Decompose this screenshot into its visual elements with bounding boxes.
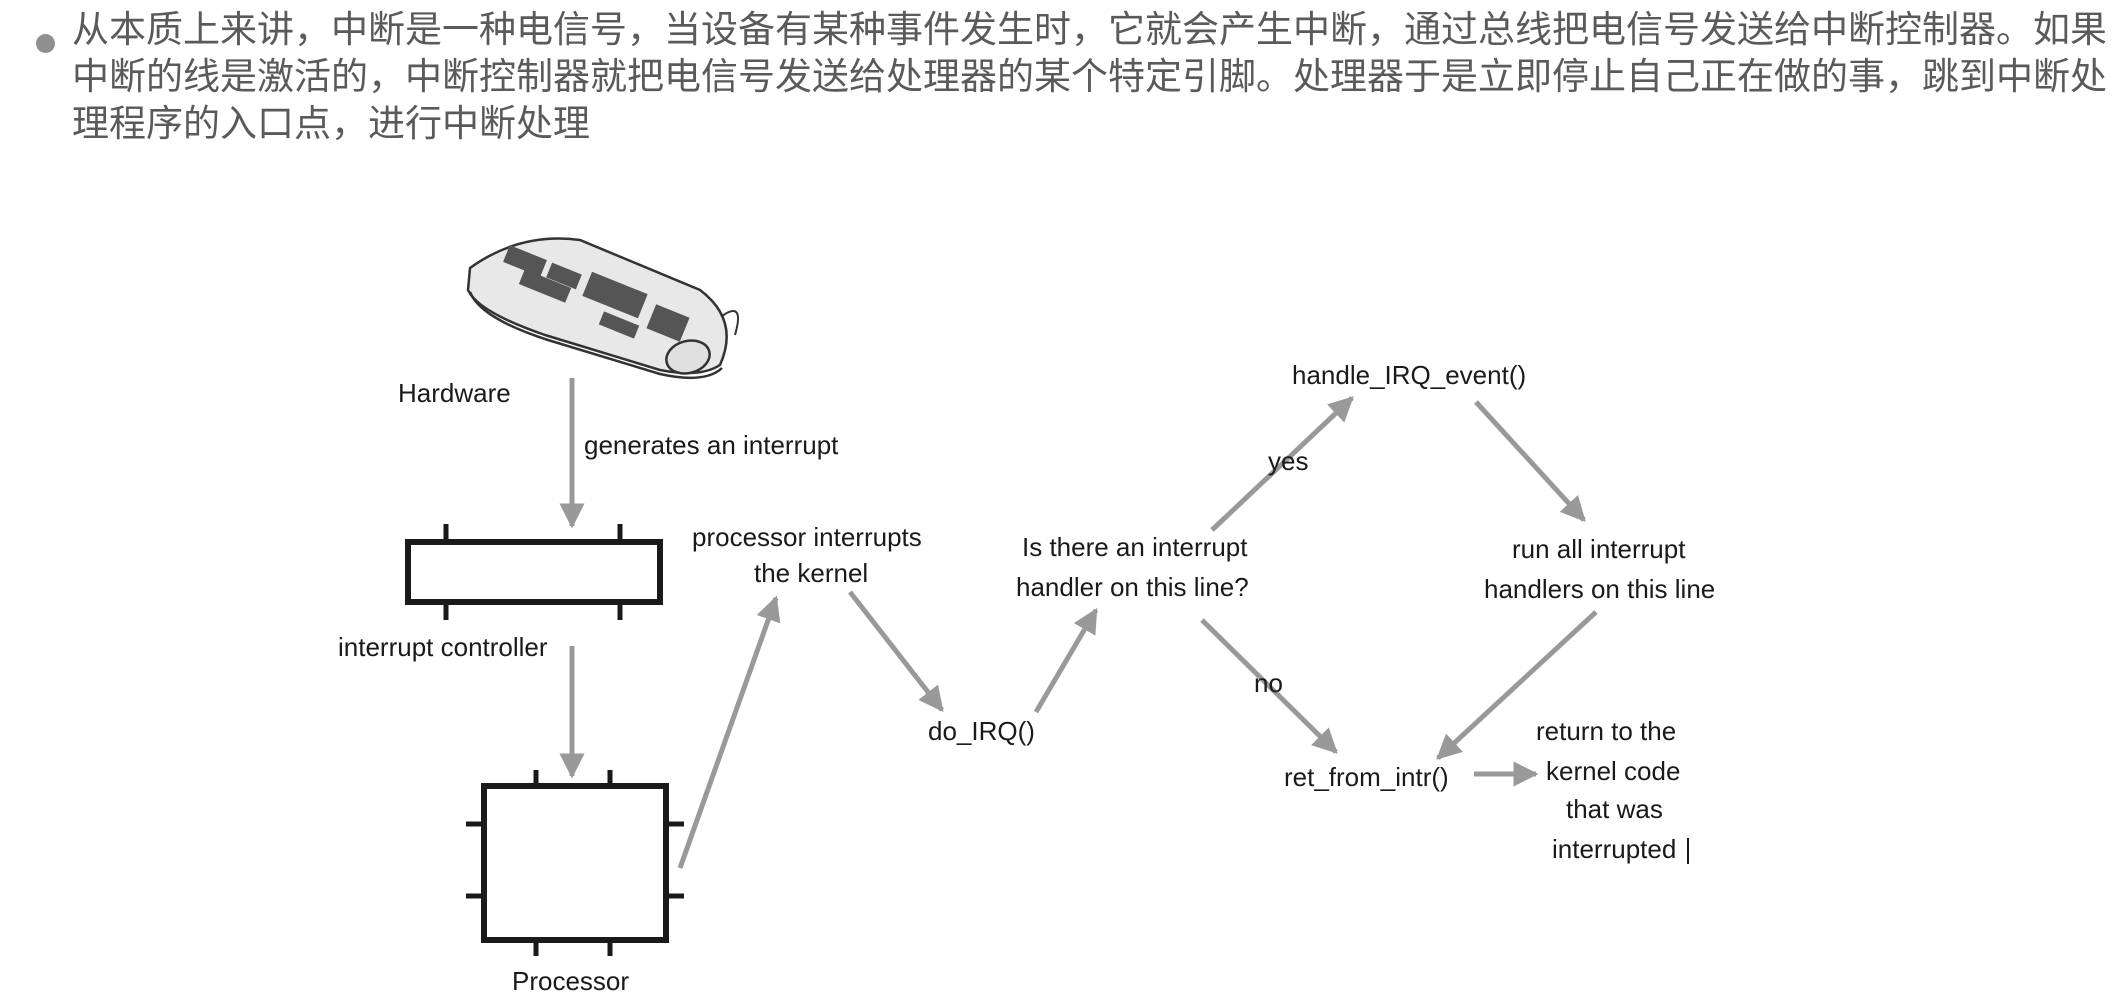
- processor-label: Processor: [512, 966, 629, 996]
- arrow-processor-to-kernel: [677, 595, 781, 869]
- arrow-do-irq-to-question: [1033, 607, 1099, 714]
- processor-interrupts-label-line1: processor interrupts: [692, 522, 922, 552]
- yes-label: yes: [1268, 446, 1308, 476]
- arrow-run-all-to-ret: [1436, 610, 1598, 760]
- no-label: no: [1254, 668, 1283, 698]
- arrow-yes: [1210, 396, 1354, 532]
- arrow-handle-to-run-all: [1474, 400, 1586, 522]
- return-label-line4: interrupted: [1552, 834, 1676, 864]
- interrupt-controller-label: interrupt controller: [338, 632, 548, 662]
- question-label-line2: handler on this line?: [1016, 572, 1249, 602]
- ret-from-intr-label: ret_from_intr(): [1284, 762, 1449, 792]
- run-all-label-line1: run all interrupt: [1512, 534, 1686, 564]
- question-label-line1: Is there an interrupt: [1022, 532, 1248, 562]
- interrupt-controller-box: [405, 524, 663, 620]
- return-label-line2: kernel code: [1546, 756, 1680, 786]
- arrow-no: [1200, 618, 1338, 754]
- return-label-line3: that was: [1566, 794, 1663, 824]
- handle-irq-event-label: handle_IRQ_event(): [1292, 360, 1526, 390]
- bullet-text: 从本质上来讲，中断是一种电信号，当设备有某种事件发生时，它就会产生中断，通过总线…: [72, 8, 2107, 145]
- do-irq-label: do_IRQ(): [928, 716, 1035, 746]
- hardware-label: Hardware: [398, 378, 511, 408]
- generates-interrupt-label: generates an interrupt: [584, 430, 839, 460]
- return-label-line1: return to the: [1536, 716, 1676, 746]
- bullet-dot: [36, 34, 55, 53]
- processor-box: [466, 770, 684, 956]
- run-all-label-line2: handlers on this line: [1484, 574, 1715, 604]
- processor-interrupts-label-line2: the kernel: [754, 558, 868, 588]
- arrow-kernel-to-do-irq: [848, 590, 944, 712]
- keyboard-icon: [466, 237, 739, 380]
